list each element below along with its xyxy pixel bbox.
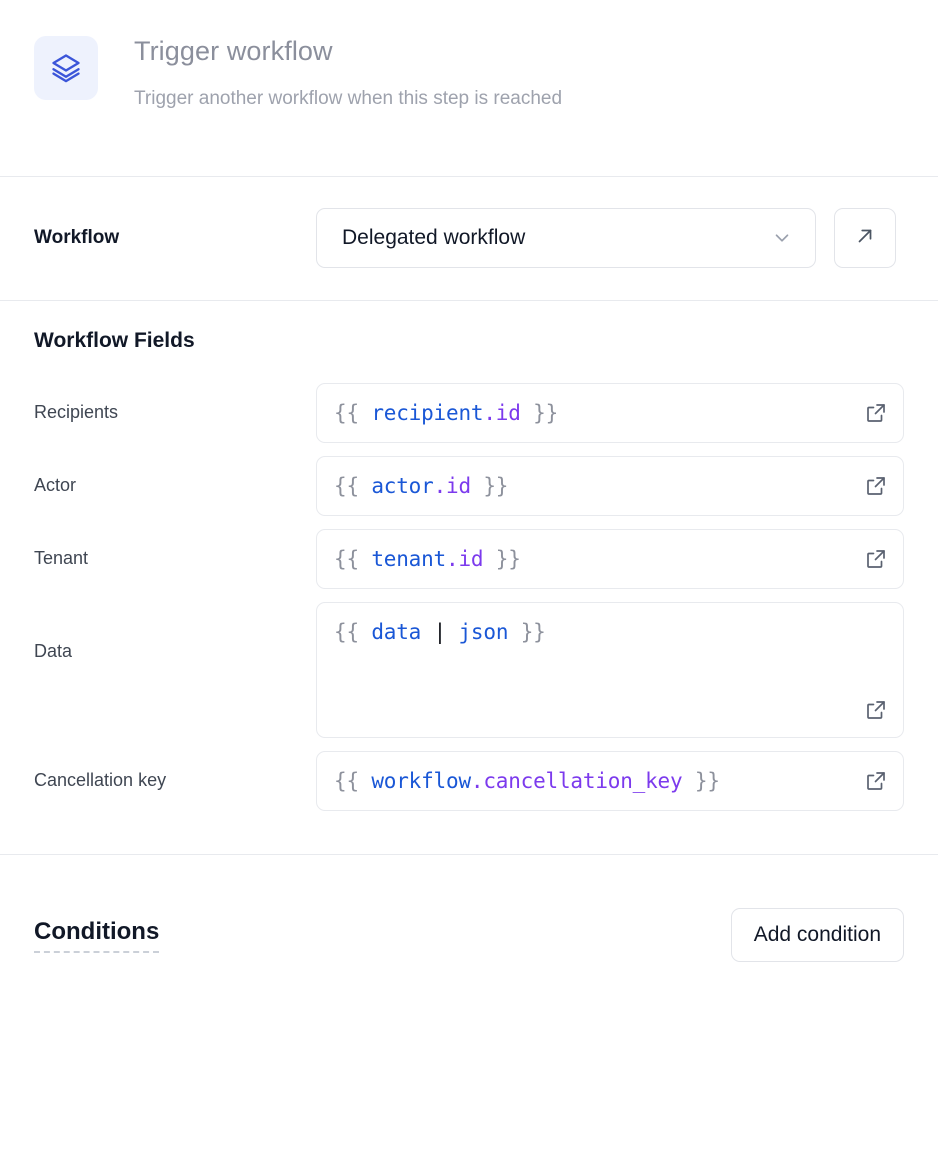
workflow-fields-section: Workflow Fields Recipients {{ recipient.i… [0,301,938,854]
field-code-value: {{ actor.id }} [334,474,509,498]
divider-workflow [0,300,938,301]
field-row: Tenant {{ tenant.id }} [34,529,904,589]
arrow-up-right-icon [854,225,876,252]
field-code-value: {{ tenant.id }} [334,547,521,571]
workflow-label: Workflow [34,227,120,248]
workflow-row: Workflow Delegated workflow [0,177,938,300]
field-code-input[interactable]: {{ tenant.id }} [316,529,904,589]
field-label: Cancellation key [34,770,167,790]
chevron-down-icon [771,227,793,249]
field-rows: Recipients {{ recipient.id }} Actor {{ acto… [34,383,904,811]
external-link-icon[interactable] [864,698,888,722]
external-link-icon[interactable] [864,547,888,571]
layers-icon [34,36,98,100]
field-row: Actor {{ actor.id }} [34,456,904,516]
field-code-input[interactable]: {{ workflow.cancellation_key }} [316,751,904,811]
field-label: Actor [34,475,77,495]
field-label: Data [34,641,73,661]
field-row: Data {{ data | json }} [34,602,904,738]
conditions-title: Conditions [34,918,160,953]
field-code-value: {{ workflow.cancellation_key }} [334,769,720,793]
page-subtitle: Trigger another workflow when this step … [134,88,563,109]
workflow-select-value: Delegated workflow [342,226,526,249]
external-link-icon[interactable] [864,769,888,793]
field-row: Cancellation key {{ workflow.cancellation… [34,751,904,811]
divider-header [0,176,938,177]
add-condition-button[interactable]: Add condition [730,908,904,962]
field-label: Tenant [34,548,89,568]
step-header: Trigger workflow Trigger another workflo… [0,0,938,176]
page-title: Trigger workflow [134,36,333,66]
field-row: Recipients {{ recipient.id }} [34,383,904,443]
field-label: Recipients [34,402,119,422]
field-code-input[interactable]: {{ recipient.id }} [316,383,904,443]
conditions-section: Conditions Add condition [0,855,938,985]
workflow-select[interactable]: Delegated workflow [316,208,816,268]
field-code-input[interactable]: {{ actor.id }} [316,456,904,516]
field-code-value: {{ data | json }} [334,620,546,644]
external-link-icon[interactable] [864,474,888,498]
field-code-input[interactable]: {{ data | json }} [316,602,904,738]
divider-fields [0,854,938,855]
open-workflow-button[interactable] [834,208,896,268]
external-link-icon[interactable] [864,401,888,425]
field-code-value: {{ recipient.id }} [334,401,559,425]
workflow-fields-heading: Workflow Fields [34,329,195,352]
